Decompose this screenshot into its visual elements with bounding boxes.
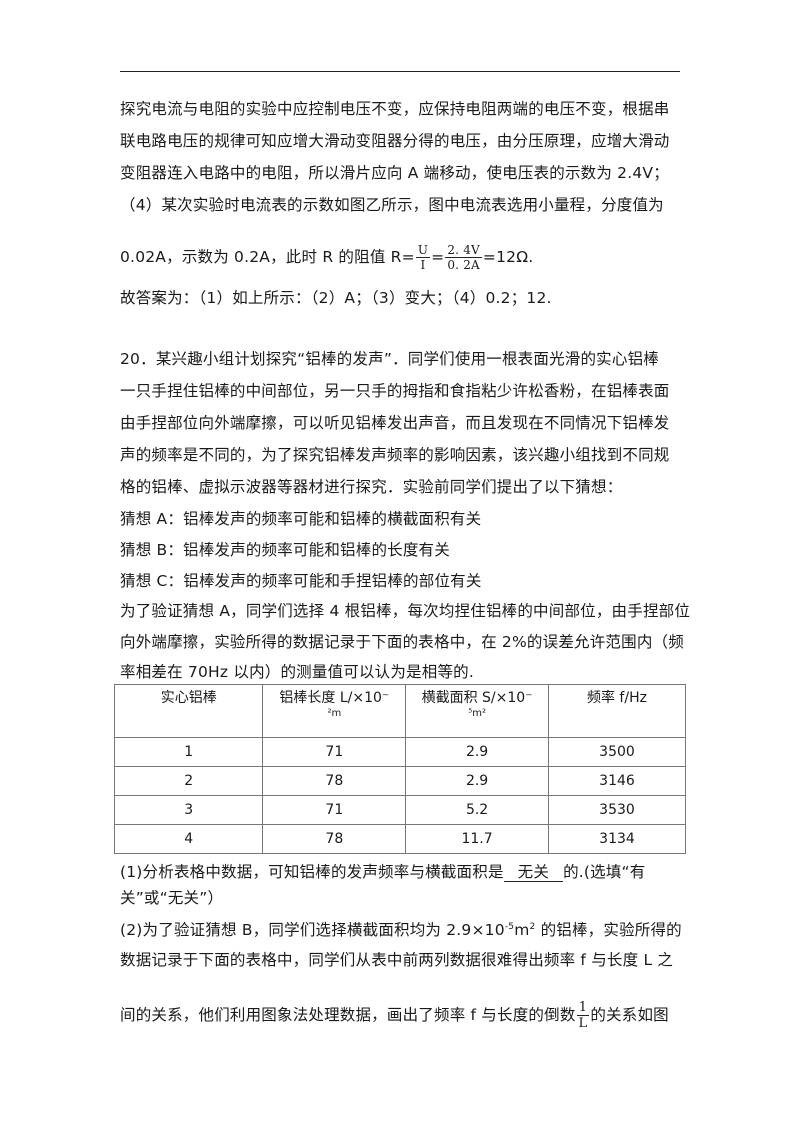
table-cell: 78 bbox=[262, 824, 407, 854]
fraction-denominator: 0. 2A bbox=[447, 258, 480, 272]
part-1-line: (1)分析表格中数据，可知铝棒的发声频率与横截面积是无关的.(选填“有 bbox=[120, 862, 645, 882]
part-2-text: 的关系如图 bbox=[590, 1006, 669, 1024]
verify-line: 向外端摩擦，实验所得的数据记录于下面的表格中，在 2%的误差允许范围内（频 bbox=[120, 633, 684, 651]
table-cell: 4 bbox=[113, 824, 264, 854]
formula-prefix: 0.02A，示数为 0.2A，此时 R 的阻值 R= bbox=[120, 248, 415, 266]
formula-result: =12Ω. bbox=[482, 248, 534, 266]
table-cell: 2 bbox=[113, 766, 264, 796]
part-2-line: 数据记录于下面的表格中，同学们从表中前两列数据很难得出频率 f 与长度 L 之 bbox=[120, 951, 674, 969]
question-20-line: 格的铝棒、虚拟示波器等器材进行探究．实验前同学们提出了以下猜想： bbox=[120, 478, 623, 496]
text-line: 探究电流与电阻的实验中应控制电压不变，应保持电阻两端的电压不变，根据串 bbox=[120, 100, 670, 118]
answer-blank: 无关 bbox=[503, 863, 564, 882]
header-main: 实心铝棒 bbox=[160, 690, 217, 706]
table-cell: 2.9 bbox=[405, 766, 549, 796]
table-row: 1 71 2.9 3500 bbox=[113, 737, 687, 767]
question-20-line: 声的频率是不同的，为了探究铝棒发声频率的影响因素，该兴趣小组找到不同规 bbox=[120, 446, 670, 464]
header-main: 铝棒长度 L/×10⁻ bbox=[279, 690, 390, 706]
aluminum-rod-table: 实心铝棒 铝棒长度 L/×10⁻ ²m 横截面积 S/×10⁻ ⁵m² 频率 f/H… bbox=[113, 684, 687, 854]
fraction-numerator: 2. 4V bbox=[445, 243, 482, 258]
table-row: 2 78 2.9 3146 bbox=[113, 766, 687, 796]
text-line: 联电路电压的规律可知应增大滑动变阻器分得的电压，由分压原理，应增大滑动 bbox=[120, 132, 670, 150]
table-row: 3 71 5.2 3530 bbox=[113, 795, 687, 825]
answer-line: 故答案为：（1）如上所示：（2）A；（3）变大；（4）0.2；12. bbox=[120, 289, 552, 307]
header-sub: ²m bbox=[327, 708, 342, 719]
verify-line: 率相差在 70Hz 以内）的测量值可以认为是相等的. bbox=[120, 663, 474, 681]
part-2-text: 的铝棒，实验所得的 bbox=[535, 921, 682, 939]
part-1-line: 关”或“无关”） bbox=[120, 889, 224, 907]
question-20-line: 由手捏部位向外端摩擦，可以听见铝棒发出声音，而且发现在不同情况下铝棒发 bbox=[120, 414, 670, 432]
part-2-line: (2)为了验证猜想 B，同学们选择横截面积均为 2.9×10-5m2 的铝棒，实… bbox=[120, 920, 682, 940]
fraction-denominator: I bbox=[420, 258, 426, 272]
guess-b: 猜想 B：铝棒发声的频率可能和铝棒的长度有关 bbox=[120, 541, 450, 559]
header-rule bbox=[120, 71, 680, 72]
table-cell: 1 bbox=[113, 737, 264, 767]
table-header-cell: 横截面积 S/×10⁻ ⁵m² bbox=[405, 684, 549, 738]
table-header-cell: 铝棒长度 L/×10⁻ ²m bbox=[262, 684, 407, 738]
part-1-text: 的.(选填“有 bbox=[563, 863, 646, 881]
table-cell: 3500 bbox=[547, 737, 687, 767]
fraction-numerator: U bbox=[415, 243, 431, 258]
question-20-line: 20．某兴趣小组计划探究“铝棒的发声”．同学们使用一根表面光滑的实心铝棒 bbox=[120, 350, 659, 368]
exponent: 2 bbox=[529, 922, 536, 932]
table-cell: 78 bbox=[262, 766, 407, 796]
table-header-cell: 实心铝棒 bbox=[113, 684, 264, 738]
header-main: 横截面积 S/×10⁻ bbox=[421, 690, 533, 706]
exponent: -5 bbox=[504, 922, 515, 932]
fraction-numerator: 1 bbox=[576, 1000, 590, 1016]
table-cell: 11.7 bbox=[405, 824, 549, 854]
table-cell: 3 bbox=[113, 795, 264, 825]
part-2-text: 间的关系，他们利用图象法处理数据，画出了频率 f 与长度的倒数 bbox=[120, 1006, 576, 1024]
table-header-cell: 频率 f/Hz bbox=[547, 684, 687, 738]
part-2-text: (2)为了验证猜想 B，同学们选择横截面积均为 2.9×10 bbox=[120, 921, 505, 939]
table-cell: 71 bbox=[262, 795, 407, 825]
guess-c: 猜想 C：铝棒发声的频率可能和手捏铝棒的部位有关 bbox=[120, 572, 482, 590]
table-cell: 5.2 bbox=[405, 795, 549, 825]
question-20-line: 一只手捏住铝棒的中间部位，另一只手的拇指和食指粘少许松香粉，在铝棒表面 bbox=[120, 382, 670, 400]
table-cell: 3530 bbox=[547, 795, 687, 825]
header-main: 频率 f/Hz bbox=[586, 690, 647, 706]
text-line: 变阻器连入电路中的电阻，所以滑片应向 A 端移动，使电压表的示数为 2.4V； bbox=[120, 164, 669, 182]
guess-a: 猜想 A：铝棒发声的频率可能和铝棒的横截面积有关 bbox=[120, 510, 482, 528]
header-sub: ⁵m² bbox=[468, 708, 486, 719]
table-cell: 2.9 bbox=[405, 737, 549, 767]
table-header-row: 实心铝棒 铝棒长度 L/×10⁻ ²m 横截面积 S/×10⁻ ⁵m² 频率 f/H… bbox=[113, 684, 687, 738]
table-cell: 71 bbox=[262, 737, 407, 767]
text-line: （4）某次实验时电流表的示数如图乙所示，图中电流表选用小量程，分度值为 bbox=[120, 196, 664, 214]
table-cell: 3146 bbox=[547, 766, 687, 796]
unit: m bbox=[514, 921, 530, 939]
equals-sign: = bbox=[431, 248, 445, 266]
table-cell: 3134 bbox=[547, 824, 687, 854]
part-1-text: (1)分析表格中数据，可知铝棒的发声频率与横截面积是 bbox=[120, 863, 504, 881]
verify-line: 为了验证猜想 A，同学们选择 4 根铝棒，每次均捏住铝棒的中间部位，由手捏部位 bbox=[120, 602, 691, 620]
table-row: 4 78 11.7 3134 bbox=[113, 824, 687, 854]
fraction-denominator: L bbox=[578, 1016, 588, 1031]
